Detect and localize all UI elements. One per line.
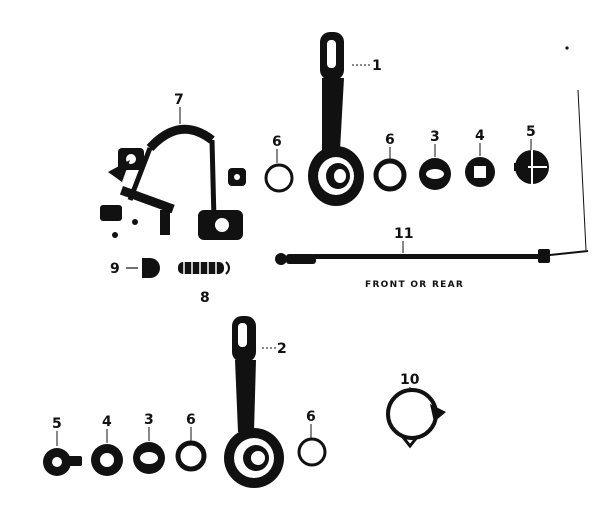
part-5-knob-top	[514, 150, 549, 184]
part-6-washer-bottom-left	[175, 440, 207, 472]
label-3-bottom: 3	[144, 412, 154, 428]
label-11: 11	[394, 226, 413, 242]
part-10-clamp	[386, 388, 446, 449]
part-3-washer-top	[419, 158, 451, 190]
caption-front-or-rear: FRONT OR REAR	[365, 280, 464, 290]
part-6-washer-top-left	[264, 163, 294, 193]
part-5-knob-bottom	[43, 448, 82, 476]
callouts: 1 2 7 6 6 3 4 5 11 FRONT OR REAR 9 8 5 4…	[52, 46, 569, 446]
part-7-derailleur-assembly	[100, 124, 246, 240]
part-4-washer-bottom	[91, 444, 123, 476]
label-6-bottom-right: 6	[306, 409, 316, 425]
label-2: 2	[277, 341, 287, 357]
label-3-top: 3	[430, 129, 440, 145]
part-9-bolt	[126, 258, 160, 278]
part-11-cable	[275, 89, 589, 265]
label-7: 7	[174, 92, 184, 108]
label-5-top: 5	[526, 124, 536, 140]
label-1: 1	[372, 58, 382, 74]
label-4-bottom: 4	[102, 414, 112, 430]
label-10: 10	[400, 372, 420, 388]
part-6-washer-bottom-right	[297, 437, 327, 467]
part-2-shift-lever-bottom	[224, 316, 284, 488]
label-9: 9	[110, 261, 120, 277]
label-6-top-right: 6	[385, 132, 395, 148]
label-6-top-left: 6	[272, 134, 282, 150]
part-4-washer-top	[465, 157, 495, 187]
part-1-shift-lever-top	[308, 32, 364, 206]
part-8-spring	[178, 261, 230, 275]
label-5-bottom: 5	[52, 416, 62, 432]
part-6-washer-top-right	[373, 158, 407, 192]
label-4-top: 4	[475, 128, 485, 144]
part-3-washer-bottom	[133, 442, 165, 474]
label-6-bottom-left: 6	[186, 412, 196, 428]
label-8: 8	[200, 290, 210, 306]
